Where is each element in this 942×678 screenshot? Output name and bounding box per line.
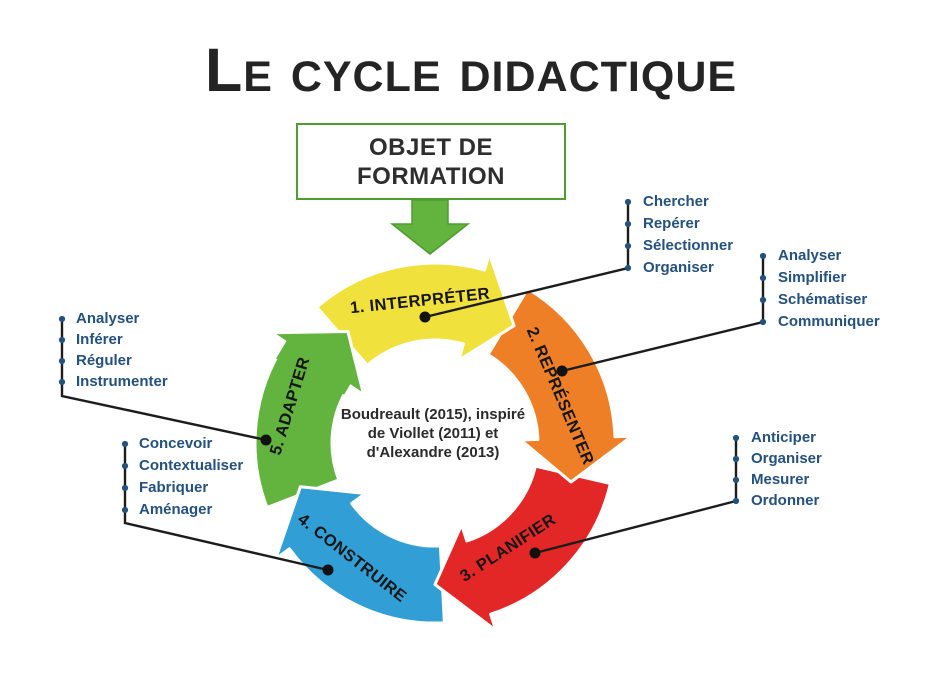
bullet-dot <box>58 357 66 365</box>
bullet-dot <box>759 318 767 326</box>
arrow-head-outline-adapter <box>270 330 366 397</box>
arrow-segment-construire <box>274 485 446 625</box>
bullet-dot <box>58 336 66 344</box>
arrow-segment-representer <box>486 287 634 484</box>
bullet-dot <box>759 252 767 260</box>
bullet-dot <box>58 378 66 386</box>
bullet-dot <box>624 220 632 228</box>
bullet-dot <box>121 440 129 448</box>
action-item: Contextualiser <box>139 457 244 474</box>
connector-dot-interpreter <box>419 311 431 323</box>
action-item: Chercher <box>643 193 709 210</box>
action-item: Organiser <box>751 450 822 467</box>
action-item: Instrumenter <box>76 373 168 390</box>
bullet-dot <box>121 462 129 470</box>
action-list-adapter: Analyser Inférer Réguler Instrumenter <box>76 308 168 392</box>
action-item: Concevoir <box>139 435 213 452</box>
page-title: Le cycle didactique <box>204 36 738 104</box>
bullet-dot <box>732 455 740 463</box>
action-item: Repérer <box>643 215 700 232</box>
action-item: Organiser <box>643 259 714 276</box>
bullet-dot <box>732 497 740 505</box>
connector-dot-representer <box>556 365 568 377</box>
action-item: Sélectionner <box>643 237 734 254</box>
action-item: Ordonner <box>751 492 820 509</box>
action-item: Analyser <box>778 247 842 264</box>
bullet-dot <box>58 315 66 323</box>
action-list-planifier: Anticiper Organiser Mesurer Ordonner <box>751 427 822 511</box>
arrow-head-overlay-adapter <box>271 331 364 395</box>
bullet-dot <box>624 242 632 250</box>
bullet-dot <box>759 296 767 304</box>
bullet-dot <box>759 274 767 282</box>
action-item: Schématiser <box>778 291 868 308</box>
bullet-dot <box>624 198 632 206</box>
bullet-dot <box>732 476 740 484</box>
connector-dot-construire <box>322 564 334 576</box>
bullet-dot <box>121 484 129 492</box>
action-list-representer: Analyser Simplifier Schématiser Communiq… <box>778 245 880 333</box>
action-item: Réguler <box>76 352 132 369</box>
credit-text: Boudreault (2015), inspiré de Viollet (2… <box>340 406 526 461</box>
action-list-construire: Concevoir Contextualiser Fabriquer Aména… <box>139 433 243 521</box>
action-list-interpreter: Chercher Repérer Sélectionner Organiser <box>643 191 733 279</box>
action-item: Analyser <box>76 310 140 327</box>
action-item: Fabriquer <box>139 479 209 496</box>
connector-dot-adapter <box>260 434 272 446</box>
arrow-segment-interpreter <box>315 252 516 367</box>
bullet-dot <box>624 264 632 272</box>
action-item: Simplifier <box>778 269 847 286</box>
connector-line-adapter <box>60 319 267 442</box>
action-item: Aménager <box>139 501 213 518</box>
formation-down-arrow-icon <box>389 199 471 255</box>
bullet-dot <box>732 434 740 442</box>
bullet-dot <box>121 506 129 514</box>
action-item: Inférer <box>76 331 123 348</box>
connector-line-construire <box>123 444 329 572</box>
formation-object-box: OBJET DE FORMATION <box>296 123 566 200</box>
action-item: Mesurer <box>751 471 810 488</box>
action-item: Communiquer <box>778 313 880 330</box>
connector-dot-planifier <box>529 547 541 559</box>
action-item: Anticiper <box>751 429 817 446</box>
